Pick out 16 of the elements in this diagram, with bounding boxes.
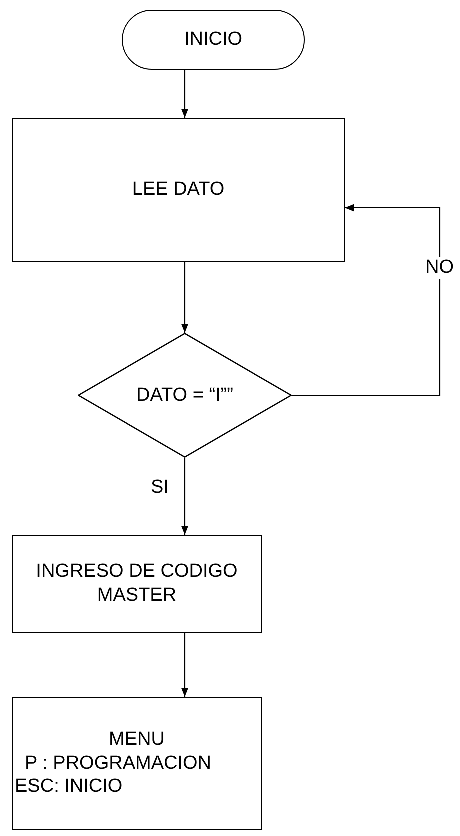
process-box — [12, 535, 262, 633]
node-text: MENU — [108, 728, 166, 752]
arrow — [181, 262, 189, 333]
node-text: P : PROGRAMACION — [24, 752, 213, 776]
node-text: ESC: INICIO — [14, 775, 124, 800]
arrow — [181, 70, 189, 118]
node-text: INICIO — [184, 28, 243, 52]
arrow — [181, 458, 189, 535]
node-text: LEE DATO — [132, 178, 225, 202]
decision-diamond — [78, 333, 292, 458]
process-box — [12, 118, 345, 262]
arrow — [292, 204, 441, 396]
node-text: INGRESO DE CODIGO MASTER — [35, 560, 239, 608]
arrow — [181, 633, 189, 697]
process-box — [12, 697, 262, 830]
node-text: DATO = “I”” — [136, 384, 234, 408]
